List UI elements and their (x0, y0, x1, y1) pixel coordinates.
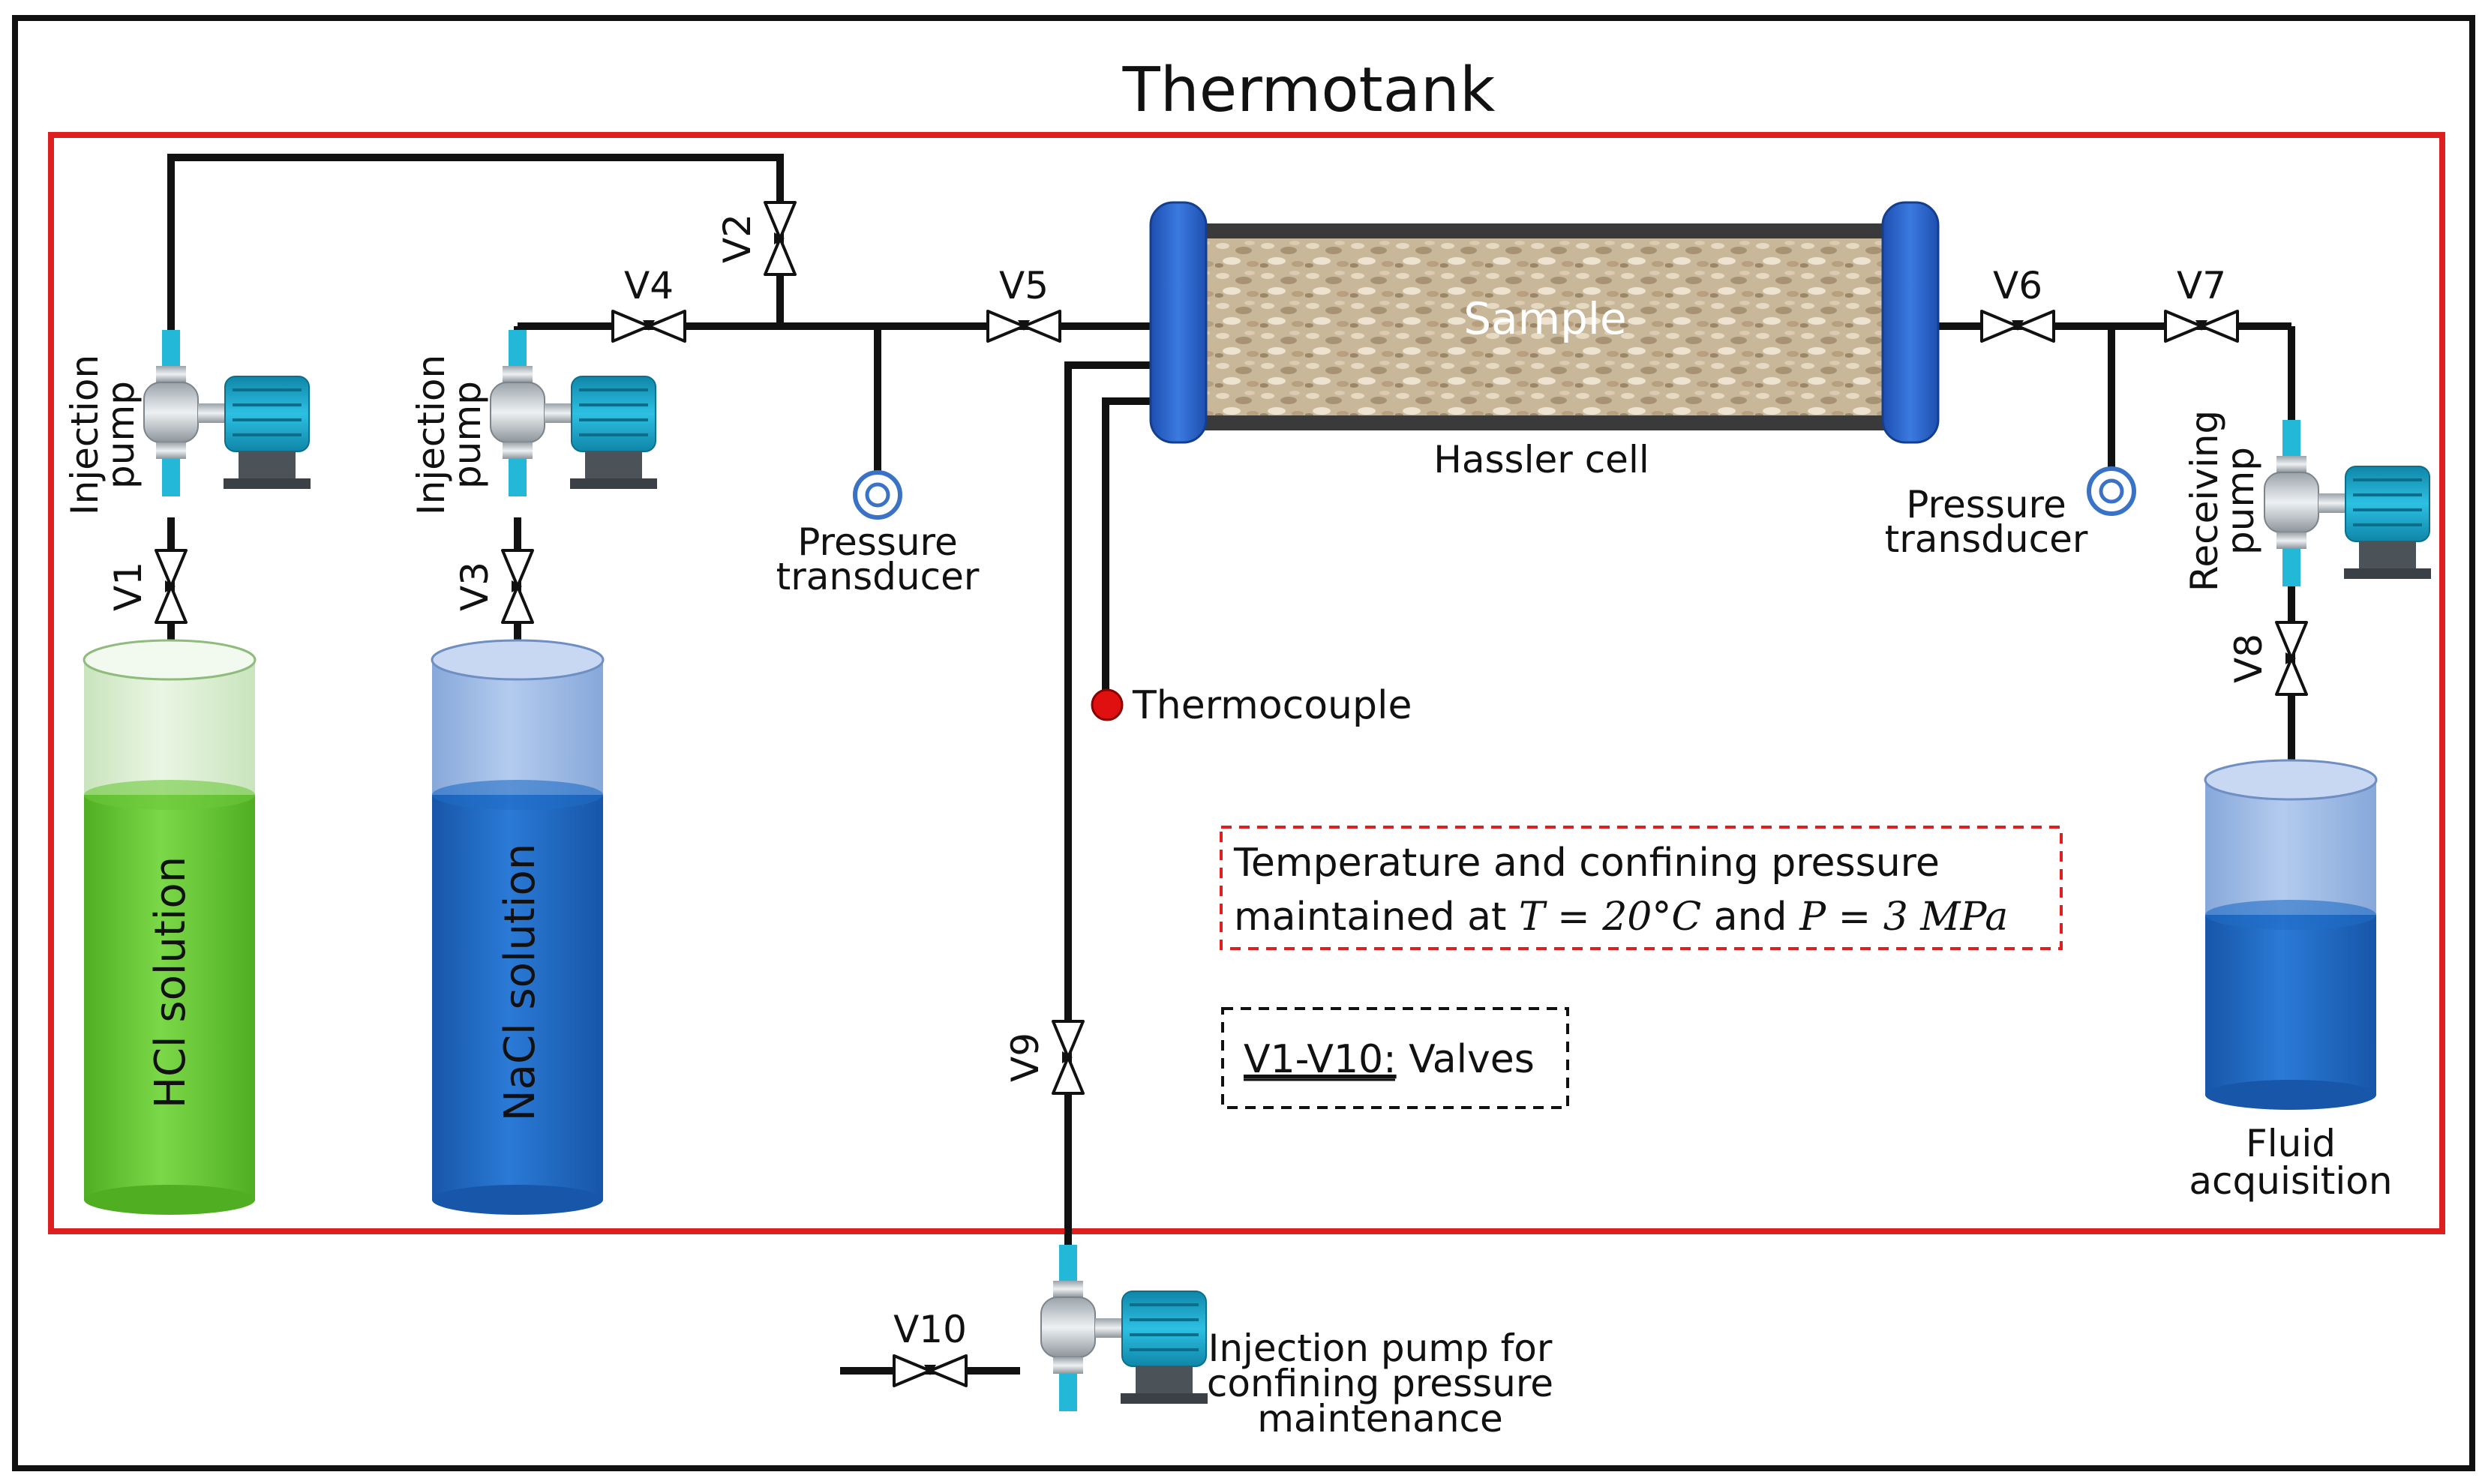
valve-v5[interactable] (986, 310, 1061, 343)
pressure-transducer-right-label-1: Pressure (1906, 483, 2066, 526)
valves-legend-box (1221, 1007, 1569, 1109)
thermotank-boundary (48, 132, 2445, 1234)
hassler-cell-label: Hassler cell (1433, 438, 1649, 481)
valve-v6[interactable] (1980, 310, 2055, 343)
valve-v9[interactable] (1052, 1020, 1085, 1095)
valve-v8[interactable] (2275, 621, 2308, 696)
nacl-cylinder (431, 639, 605, 1215)
pressure-transducer-right (2087, 466, 2136, 516)
confining-pump-label-3: maintenance (1257, 1397, 1503, 1441)
injection-pump-2 (489, 328, 659, 498)
confining-pump-label-2: confining pressure (1207, 1362, 1553, 1405)
valve-v1-label: V1 (107, 562, 150, 611)
valve-v5-label: V5 (999, 264, 1049, 307)
injection-pump-1 (143, 328, 312, 498)
nacl-solution-label: NaCl solution (496, 844, 545, 1121)
valve-v6-label: V6 (1993, 264, 2042, 307)
valve-v4[interactable] (611, 310, 686, 343)
conditions-line-2: maintained at T = 20°C and P = 3 MPa (1234, 895, 2008, 940)
valve-v3-label: V3 (453, 562, 497, 611)
valve-v2[interactable] (764, 201, 797, 276)
pressure-transducer-right-label-2: transducer (1885, 517, 2088, 561)
confining-pump-label-1: Injection pump for (1208, 1327, 1553, 1370)
sample-core (1193, 238, 1898, 415)
injection-pump-2-label-1: Injection (410, 355, 453, 515)
receiving-pump-label-1: Receiving (2183, 410, 2226, 592)
valve-v9-label: V9 (1004, 1033, 1047, 1082)
valves-legend-text: V1-V10: Valves (1244, 1037, 1535, 1082)
fluid-acquisition-label-2: acquisition (2189, 1159, 2392, 1203)
valve-v1[interactable] (155, 549, 188, 624)
valve-v10-label: V10 (893, 1308, 967, 1351)
receiving-pump (2263, 418, 2432, 588)
valve-v8-label: V8 (2227, 634, 2270, 683)
pressure-transducer-left-label-2: transducer (776, 555, 980, 598)
page-title: Thermotank (1122, 55, 1496, 126)
sample-label: Sample (1463, 293, 1626, 344)
valve-v10[interactable] (893, 1354, 968, 1387)
left-flange (1149, 201, 1208, 444)
confining-pressure-pump (1040, 1243, 1209, 1413)
hassler-cell (1149, 201, 1940, 444)
outer-frame (12, 15, 2475, 1471)
thermocouple-label: Thermocouple (1132, 683, 1412, 728)
valve-v3[interactable] (501, 549, 534, 624)
fluid-acquisition-label-1: Fluid (2246, 1122, 2336, 1165)
conditions-note-box (1220, 826, 2063, 950)
pressure-transducer-left (853, 470, 902, 520)
receiving-pump-label-2: pump (2219, 447, 2262, 555)
pressure-transducer-left-label-1: Pressure (797, 520, 958, 564)
valve-v2-label: V2 (716, 214, 759, 263)
fluid-acquisition-cylinder (2204, 759, 2378, 1110)
hcl-cylinder (83, 639, 257, 1215)
thermocouple-sensor (1091, 688, 1124, 721)
injection-pump-1-label-2: pump (99, 381, 143, 489)
injection-pump-2-label-2: pump (446, 381, 489, 489)
valve-v4-label: V4 (624, 264, 674, 307)
injection-pump-1-label-1: Injection (63, 355, 107, 515)
conditions-line-1: Temperature and confining pressure (1233, 841, 1940, 886)
right-flange (1881, 201, 1940, 444)
valve-v7[interactable] (2164, 310, 2239, 343)
valve-v7-label: V7 (2177, 264, 2226, 307)
hcl-solution-label: HCl solution (146, 856, 195, 1108)
